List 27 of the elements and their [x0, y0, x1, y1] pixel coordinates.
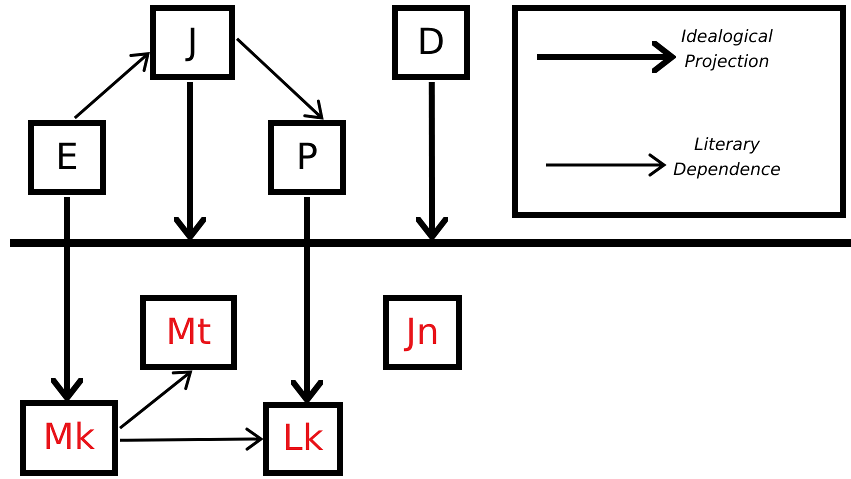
legend-label: Literary Dependence: [672, 134, 782, 182]
node-label: E: [56, 140, 78, 176]
node-box: [392, 5, 470, 80]
node-label: D: [417, 24, 445, 60]
arrow: [173, 82, 208, 240]
legend-label: Idealogical Projection: [680, 26, 774, 74]
node-label: Mt: [166, 314, 212, 350]
arrow: [236, 38, 324, 120]
node-label: Jn: [406, 314, 440, 350]
node-box: [383, 295, 462, 370]
arrow: [414, 82, 449, 240]
arrow: [50, 197, 84, 401]
arrow: [290, 197, 324, 403]
node-box: [263, 402, 343, 476]
node-box: [140, 295, 237, 370]
node-box: [268, 120, 346, 195]
node-box: [150, 5, 235, 80]
arrow: [74, 52, 150, 120]
arrow: [119, 370, 192, 430]
node-label: P: [296, 140, 318, 176]
node-box: [28, 120, 106, 195]
node-label: Lk: [282, 421, 324, 457]
arrow: [120, 428, 262, 451]
node-label: Mk: [43, 420, 95, 456]
node-label: J: [187, 24, 198, 60]
divider-bar: [10, 239, 851, 247]
node-box: [20, 400, 118, 476]
